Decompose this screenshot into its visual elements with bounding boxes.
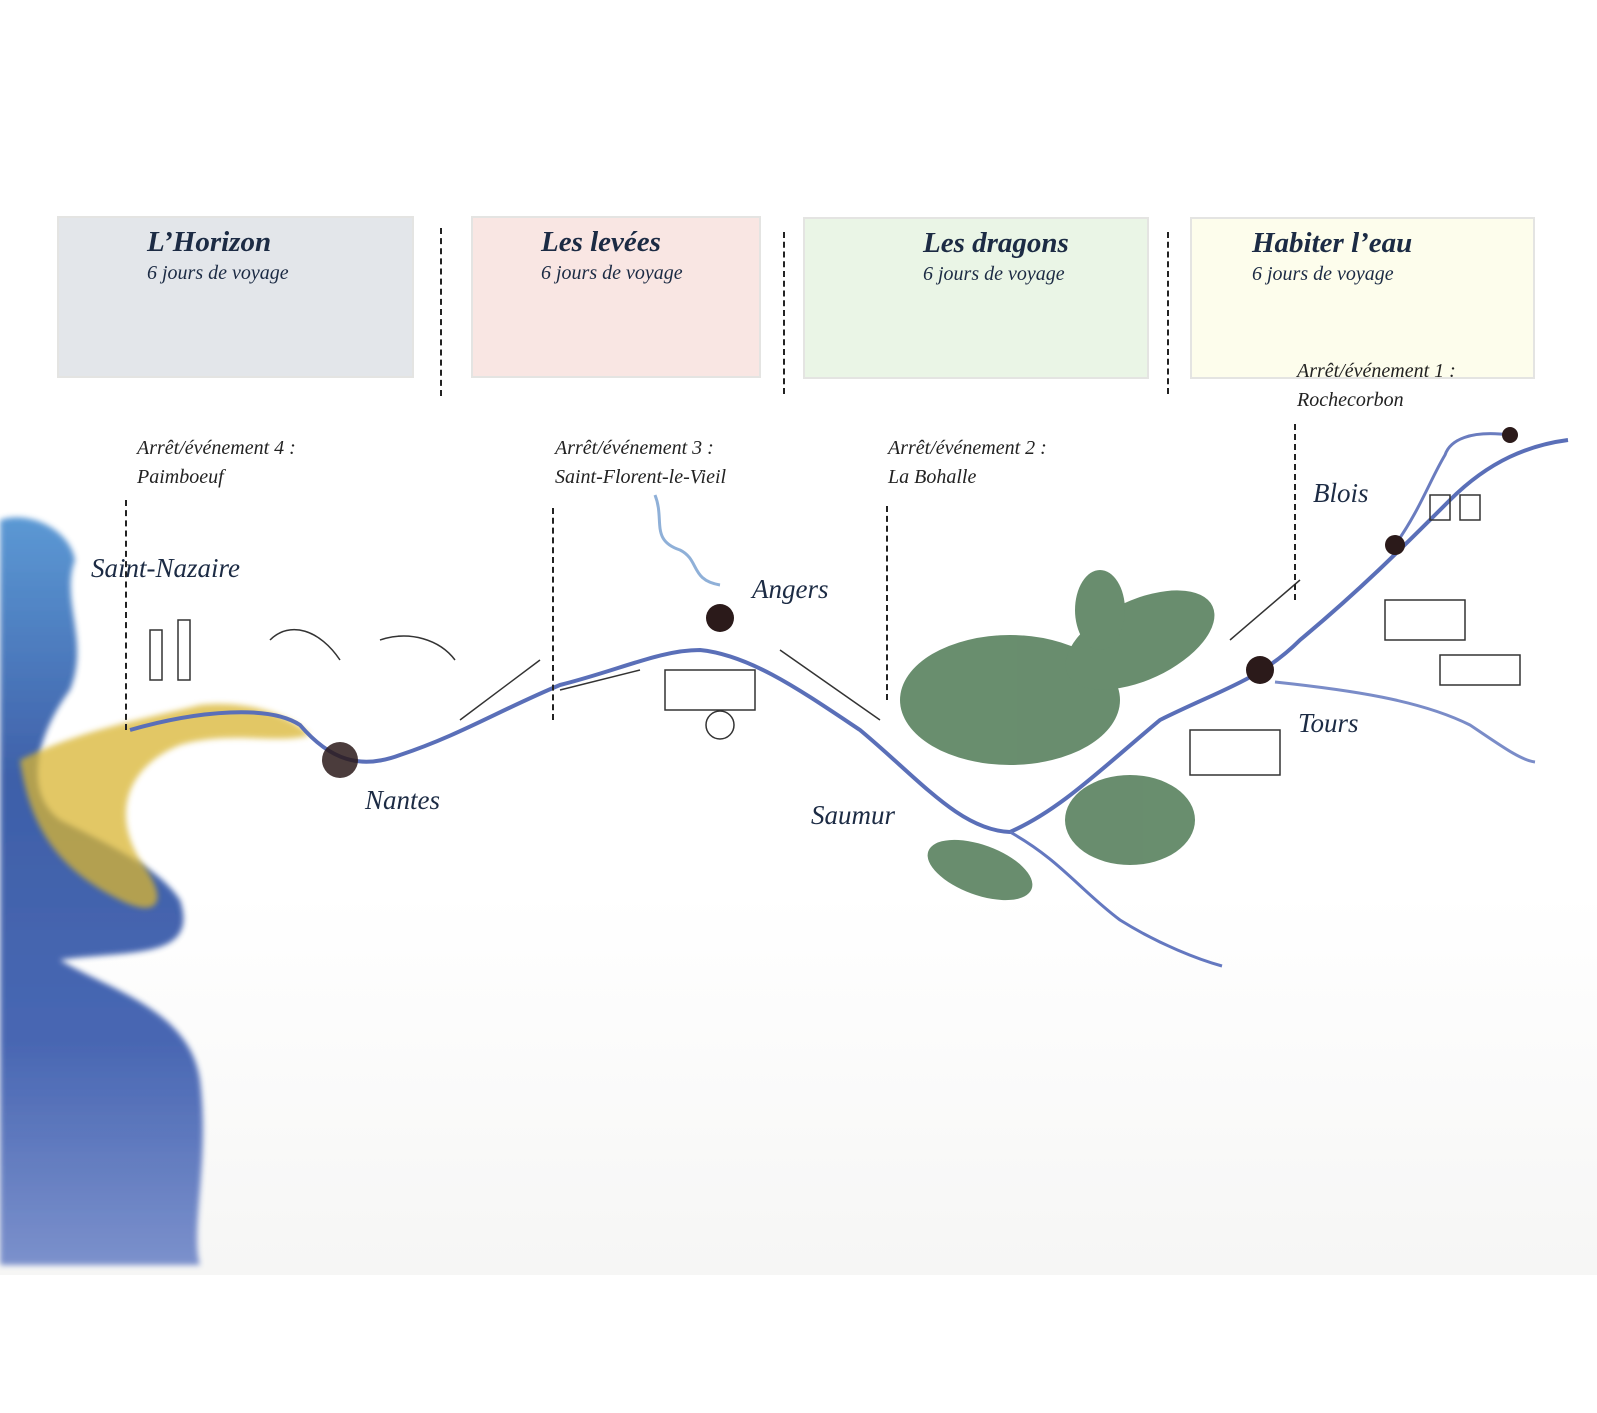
stop-label: Arrêt/événement 4 : (137, 437, 296, 459)
phase-divider (440, 228, 442, 396)
phase-title: L’Horizon (147, 226, 272, 258)
stop-place: La Bohalle (888, 466, 977, 488)
vienne-river (1009, 830, 1223, 968)
stop-place: Paimboeuf (137, 466, 224, 488)
city-saumur: Saumur (811, 800, 896, 830)
cher-river (1274, 680, 1536, 764)
city-saint-nazaire: Saint-Nazaire (91, 553, 241, 583)
stop-2: Arrêt/événement 2 : La Bohalle (888, 434, 1047, 492)
city-markers (322, 427, 1518, 778)
upper-loire-branch (1393, 432, 1511, 546)
town-sketches (149, 494, 1521, 776)
stop-4: Arrêt/événement 4 : Paimboeuf (137, 434, 296, 492)
phase-duration: 6 jours de voyage (1252, 263, 1394, 285)
stop-place: Rochecorbon (1297, 389, 1404, 411)
stop-label: Arrêt/événement 3 : (555, 437, 714, 459)
stop-marker-line (125, 500, 127, 730)
phase-divider (1167, 232, 1169, 394)
city-tours: Tours (1298, 708, 1359, 738)
stop-label: Arrêt/événement 2 : (888, 437, 1047, 459)
stop-marker-line (886, 506, 888, 700)
stop-3: Arrêt/événement 3 : Saint-Florent-le-Vie… (555, 434, 726, 492)
phase-divider (783, 232, 785, 394)
city-angers: Angers (752, 574, 829, 604)
phase-title: Les dragons (923, 227, 1069, 259)
stop-marker-line (552, 508, 554, 720)
forest-drawings (900, 570, 1215, 901)
city-nantes: Nantes (365, 785, 441, 815)
estuary-watercolor (20, 704, 310, 908)
phase-card-levees: Les levées 6 jours de voyage (471, 216, 761, 378)
phase-card-habiter-leau: Habiter l’eau 6 jours de voyage (1190, 217, 1535, 379)
paper-background (0, 0, 1597, 1275)
phase-duration: 6 jours de voyage (923, 263, 1065, 285)
stop-label: Arrêt/événement 1 : (1297, 360, 1456, 382)
phase-title: Les levées (541, 226, 661, 258)
phase-duration: 6 jours de voyage (541, 262, 683, 284)
phase-duration: 6 jours de voyage (147, 262, 289, 284)
stop-marker-line (1294, 424, 1296, 600)
ocean-watercolor (0, 517, 203, 1265)
loire-river (129, 438, 1569, 835)
phase-card-dragons: Les dragons 6 jours de voyage (803, 217, 1149, 379)
maine-river (653, 494, 721, 587)
city-blois: Blois (1313, 478, 1369, 508)
stop-1: Arrêt/événement 1 : Rochecorbon (1297, 357, 1456, 415)
stop-place: Saint-Florent-le-Vieil (555, 466, 727, 488)
phase-title: Habiter l’eau (1252, 227, 1413, 259)
phase-card-horizon: L’Horizon 6 jours de voyage (57, 216, 414, 378)
